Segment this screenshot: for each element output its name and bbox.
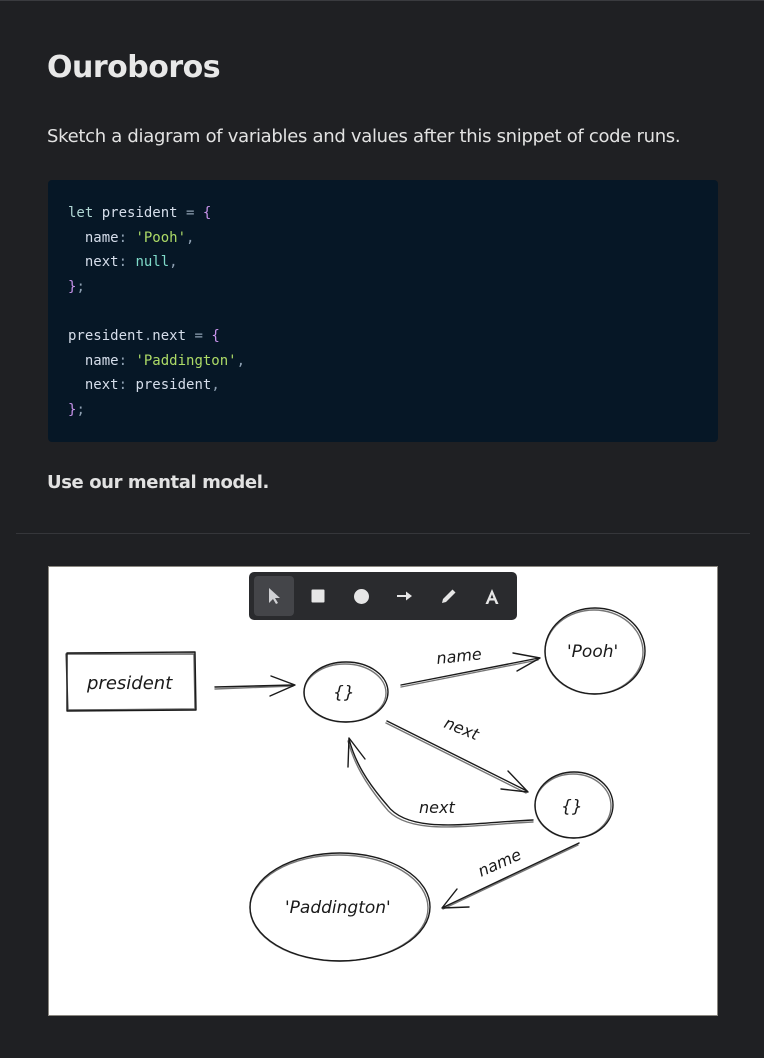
code-line: president.next = { [68,327,220,344]
drawing-toolbar [249,572,517,620]
code-line: next: null, [68,254,178,271]
arrow-president-to-object[interactable] [214,675,296,697]
section-divider [16,533,750,534]
code-line: name: 'Pooh', [68,229,195,246]
text-tool-button[interactable] [472,576,512,616]
arrow-name-to-pooh[interactable] [400,652,541,688]
code-line: }; [68,278,85,295]
page-title: Ouroboros [47,50,221,85]
variable-label-president: president [86,673,173,694]
edge-label-next-back: next [419,798,455,817]
rectangle-tool-button[interactable] [298,576,338,616]
arrow-icon [396,591,412,601]
diagram-svg: president {} 'Pooh' {} 'Paddington' name… [65,607,646,962]
sketch-canvas[interactable]: president {} 'Pooh' {} 'Paddington' name… [48,566,718,1016]
code-line: }; [68,401,85,418]
arrow-next-to-object2[interactable] [385,720,529,794]
edge-label-name-paddington: name [475,845,524,881]
code-line [68,299,718,324]
cursor-icon [268,588,280,604]
window-top-border [0,0,764,1]
code-line: next: president, [68,377,220,394]
pencil-icon [441,589,456,603]
paddington-value-label: 'Paddington' [285,898,391,918]
square-icon [311,589,324,603]
edge-label-next-object2: next [442,713,483,744]
code-line: name: 'Paddington', [68,352,246,369]
circle-icon [353,588,369,604]
edge-label-name-pooh: name [435,644,482,668]
object2-label: {} [561,797,583,817]
code-block: let president = { name: 'Pooh', next: nu… [48,180,718,442]
value-circle-pooh[interactable] [544,607,646,695]
code-line: let president = { [68,205,212,221]
object-circle-2[interactable] [534,771,614,839]
select-tool-button[interactable] [254,576,294,616]
value-ellipse-paddington[interactable] [249,852,431,962]
pooh-value-label: 'Pooh' [567,642,618,662]
object-circle-1[interactable] [303,661,389,723]
object1-label: {} [333,683,355,703]
instruction-text: Sketch a diagram of variables and values… [47,126,681,147]
ellipse-tool-button[interactable] [341,576,381,616]
arrow-tool-button[interactable] [385,576,425,616]
text-icon [485,588,499,604]
variable-box-president[interactable] [65,651,197,712]
pencil-tool-button[interactable] [429,576,469,616]
arrow-next-back-to-object1[interactable] [347,737,534,828]
arrow-name-to-paddington[interactable] [441,842,580,910]
mental-model-note: Use our mental model. [47,472,269,493]
